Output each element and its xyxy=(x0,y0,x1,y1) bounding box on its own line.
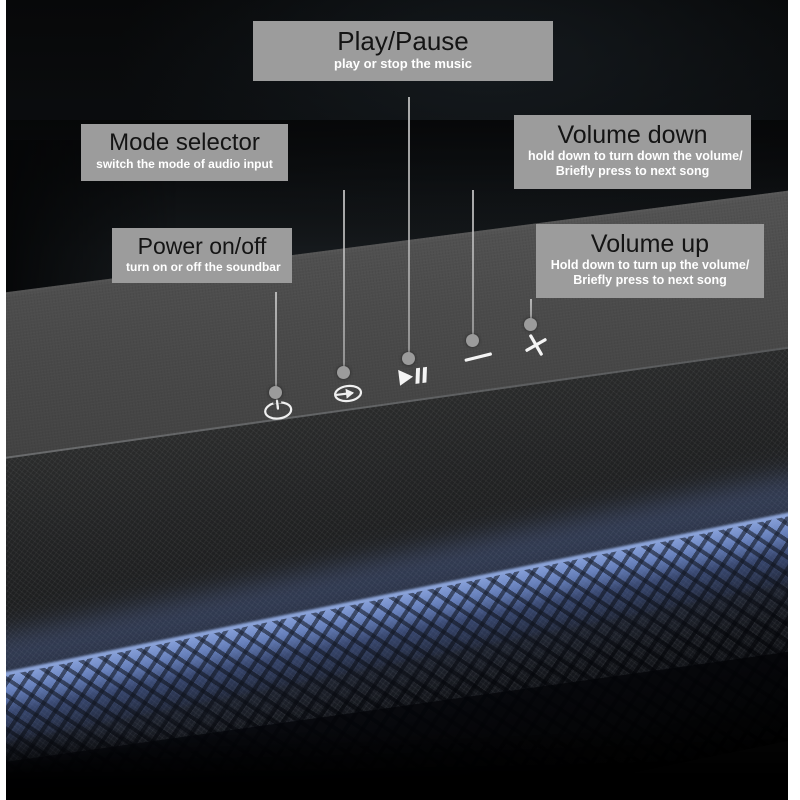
callout-subtitle-volume-up-line1: Hold down to turn up the volume/ xyxy=(550,258,750,272)
leader-line-power xyxy=(275,292,277,392)
volume-up-button[interactable] xyxy=(518,327,554,363)
leader-line-play xyxy=(408,97,410,358)
callout-subtitle-play-pause-line1: play or stop the music xyxy=(334,56,472,72)
leader-line-volume-up xyxy=(530,299,532,324)
product-photo-scene: Play/Pause play or stop the music Mode s… xyxy=(6,0,788,800)
mode-loop-icon xyxy=(334,384,363,403)
callout-play-pause: Play/Pause play or stop the music xyxy=(253,21,553,81)
leader-dot-power xyxy=(269,386,282,399)
callout-title-power: Power on/off xyxy=(137,233,267,259)
leader-dot-play xyxy=(402,352,415,365)
callout-mode-selector: Mode selector switch the mode of audio i… xyxy=(81,124,288,181)
callout-subtitle-power-line1: turn on or off the soundbar xyxy=(126,259,281,274)
plus-icon xyxy=(525,334,547,356)
play-pause-button[interactable] xyxy=(396,364,432,388)
bottom-shadow xyxy=(6,730,788,800)
power-icon xyxy=(264,399,293,420)
callout-title-volume-up: Volume up xyxy=(590,230,710,258)
callout-title-volume-down: Volume down xyxy=(557,121,708,149)
minus-icon xyxy=(464,352,492,362)
callout-subtitle-volume-down-line1: hold down to turn down the volume/ xyxy=(528,149,743,163)
leader-dot-mode xyxy=(337,366,350,379)
leader-dot-volume-up xyxy=(524,318,537,331)
power-button[interactable] xyxy=(260,396,296,422)
leader-line-volume-down xyxy=(472,190,474,340)
callout-subtitle-mode-selector-line1: switch the mode of audio input xyxy=(96,156,273,171)
callout-subtitle-volume-down-line2: Briefly press to next song xyxy=(555,164,710,179)
callout-title-play-pause: Play/Pause xyxy=(337,26,469,56)
callout-volume-up: Volume up Hold down to turn up the volum… xyxy=(536,224,764,298)
play-pause-icon xyxy=(398,366,427,386)
mode-selector-button[interactable] xyxy=(330,380,366,406)
callout-subtitle-volume-up-line2: Briefly press to next song xyxy=(573,273,727,288)
volume-down-button[interactable] xyxy=(462,347,494,366)
leader-line-mode xyxy=(343,190,345,372)
callout-power: Power on/off turn on or off the soundbar xyxy=(112,228,292,284)
leader-dot-volume-down xyxy=(466,334,479,347)
callout-volume-down: Volume down hold down to turn down the v… xyxy=(514,115,751,189)
callout-title-mode-selector: Mode selector xyxy=(109,129,260,156)
